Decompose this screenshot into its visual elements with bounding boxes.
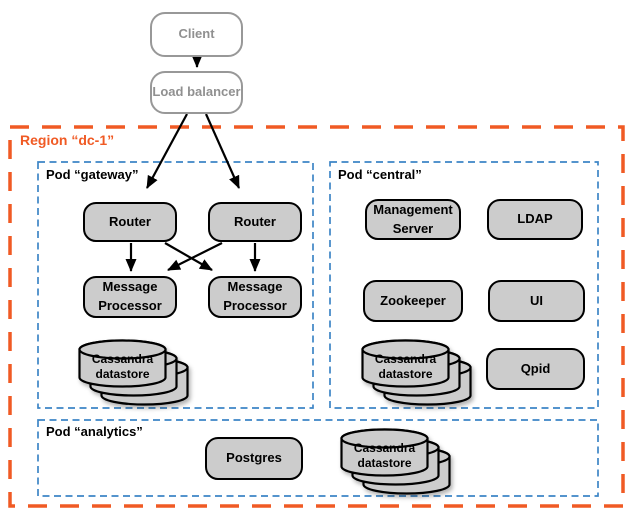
pod-central-label: Pod “central” bbox=[338, 167, 422, 182]
cassandra-datastore-label: Cassandra datastore bbox=[353, 441, 416, 470]
cassandra-datastore-central-node: Cassandra datastore bbox=[361, 339, 473, 409]
cassandra-datastore-label: Cassandra datastore bbox=[91, 352, 154, 381]
pod-gateway-boundary bbox=[37, 161, 314, 409]
zookeeper-node: Zookeeper bbox=[363, 280, 463, 322]
pod-analytics-boundary bbox=[37, 419, 599, 497]
pod-gateway-label: Pod “gateway” bbox=[46, 167, 139, 182]
postgres-node: Postgres bbox=[205, 437, 303, 480]
load-balancer-node: Load balancer bbox=[150, 71, 243, 114]
arrow-loadbalancer-to-router1 bbox=[146, 113, 188, 189]
client-node: Client bbox=[150, 12, 243, 57]
cassandra-datastore-label: Cassandra datastore bbox=[374, 352, 437, 381]
database-cylinder-stack-icon bbox=[361, 339, 472, 406]
pod-central-boundary bbox=[329, 161, 599, 409]
message-processor-1-node: Message Processor bbox=[83, 276, 177, 318]
qpid-node: Qpid bbox=[486, 348, 585, 390]
cassandra-datastore-gateway-node: Cassandra datastore bbox=[78, 339, 190, 409]
arrow-router1-to-mp2 bbox=[164, 242, 213, 271]
database-cylinder-stack-icon bbox=[340, 428, 451, 495]
router-2-node: Router bbox=[208, 202, 302, 242]
database-cylinder-stack-icon bbox=[78, 339, 189, 406]
arrow-router2-to-mp1 bbox=[167, 242, 223, 271]
cassandra-datastore-analytics-node: Cassandra datastore bbox=[340, 428, 452, 498]
ui-node: UI bbox=[488, 280, 585, 322]
management-server-node: Management Server bbox=[365, 199, 461, 240]
arrow-loadbalancer-to-router2 bbox=[204, 113, 241, 189]
router-1-node: Router bbox=[83, 202, 177, 242]
region-dc1-boundary bbox=[8, 125, 625, 508]
region-dc1-label: Region “dc-1” bbox=[20, 132, 115, 148]
ldap-node: LDAP bbox=[487, 199, 583, 240]
pod-analytics-label: Pod “analytics” bbox=[46, 424, 143, 439]
message-processor-2-node: Message Processor bbox=[208, 276, 302, 318]
